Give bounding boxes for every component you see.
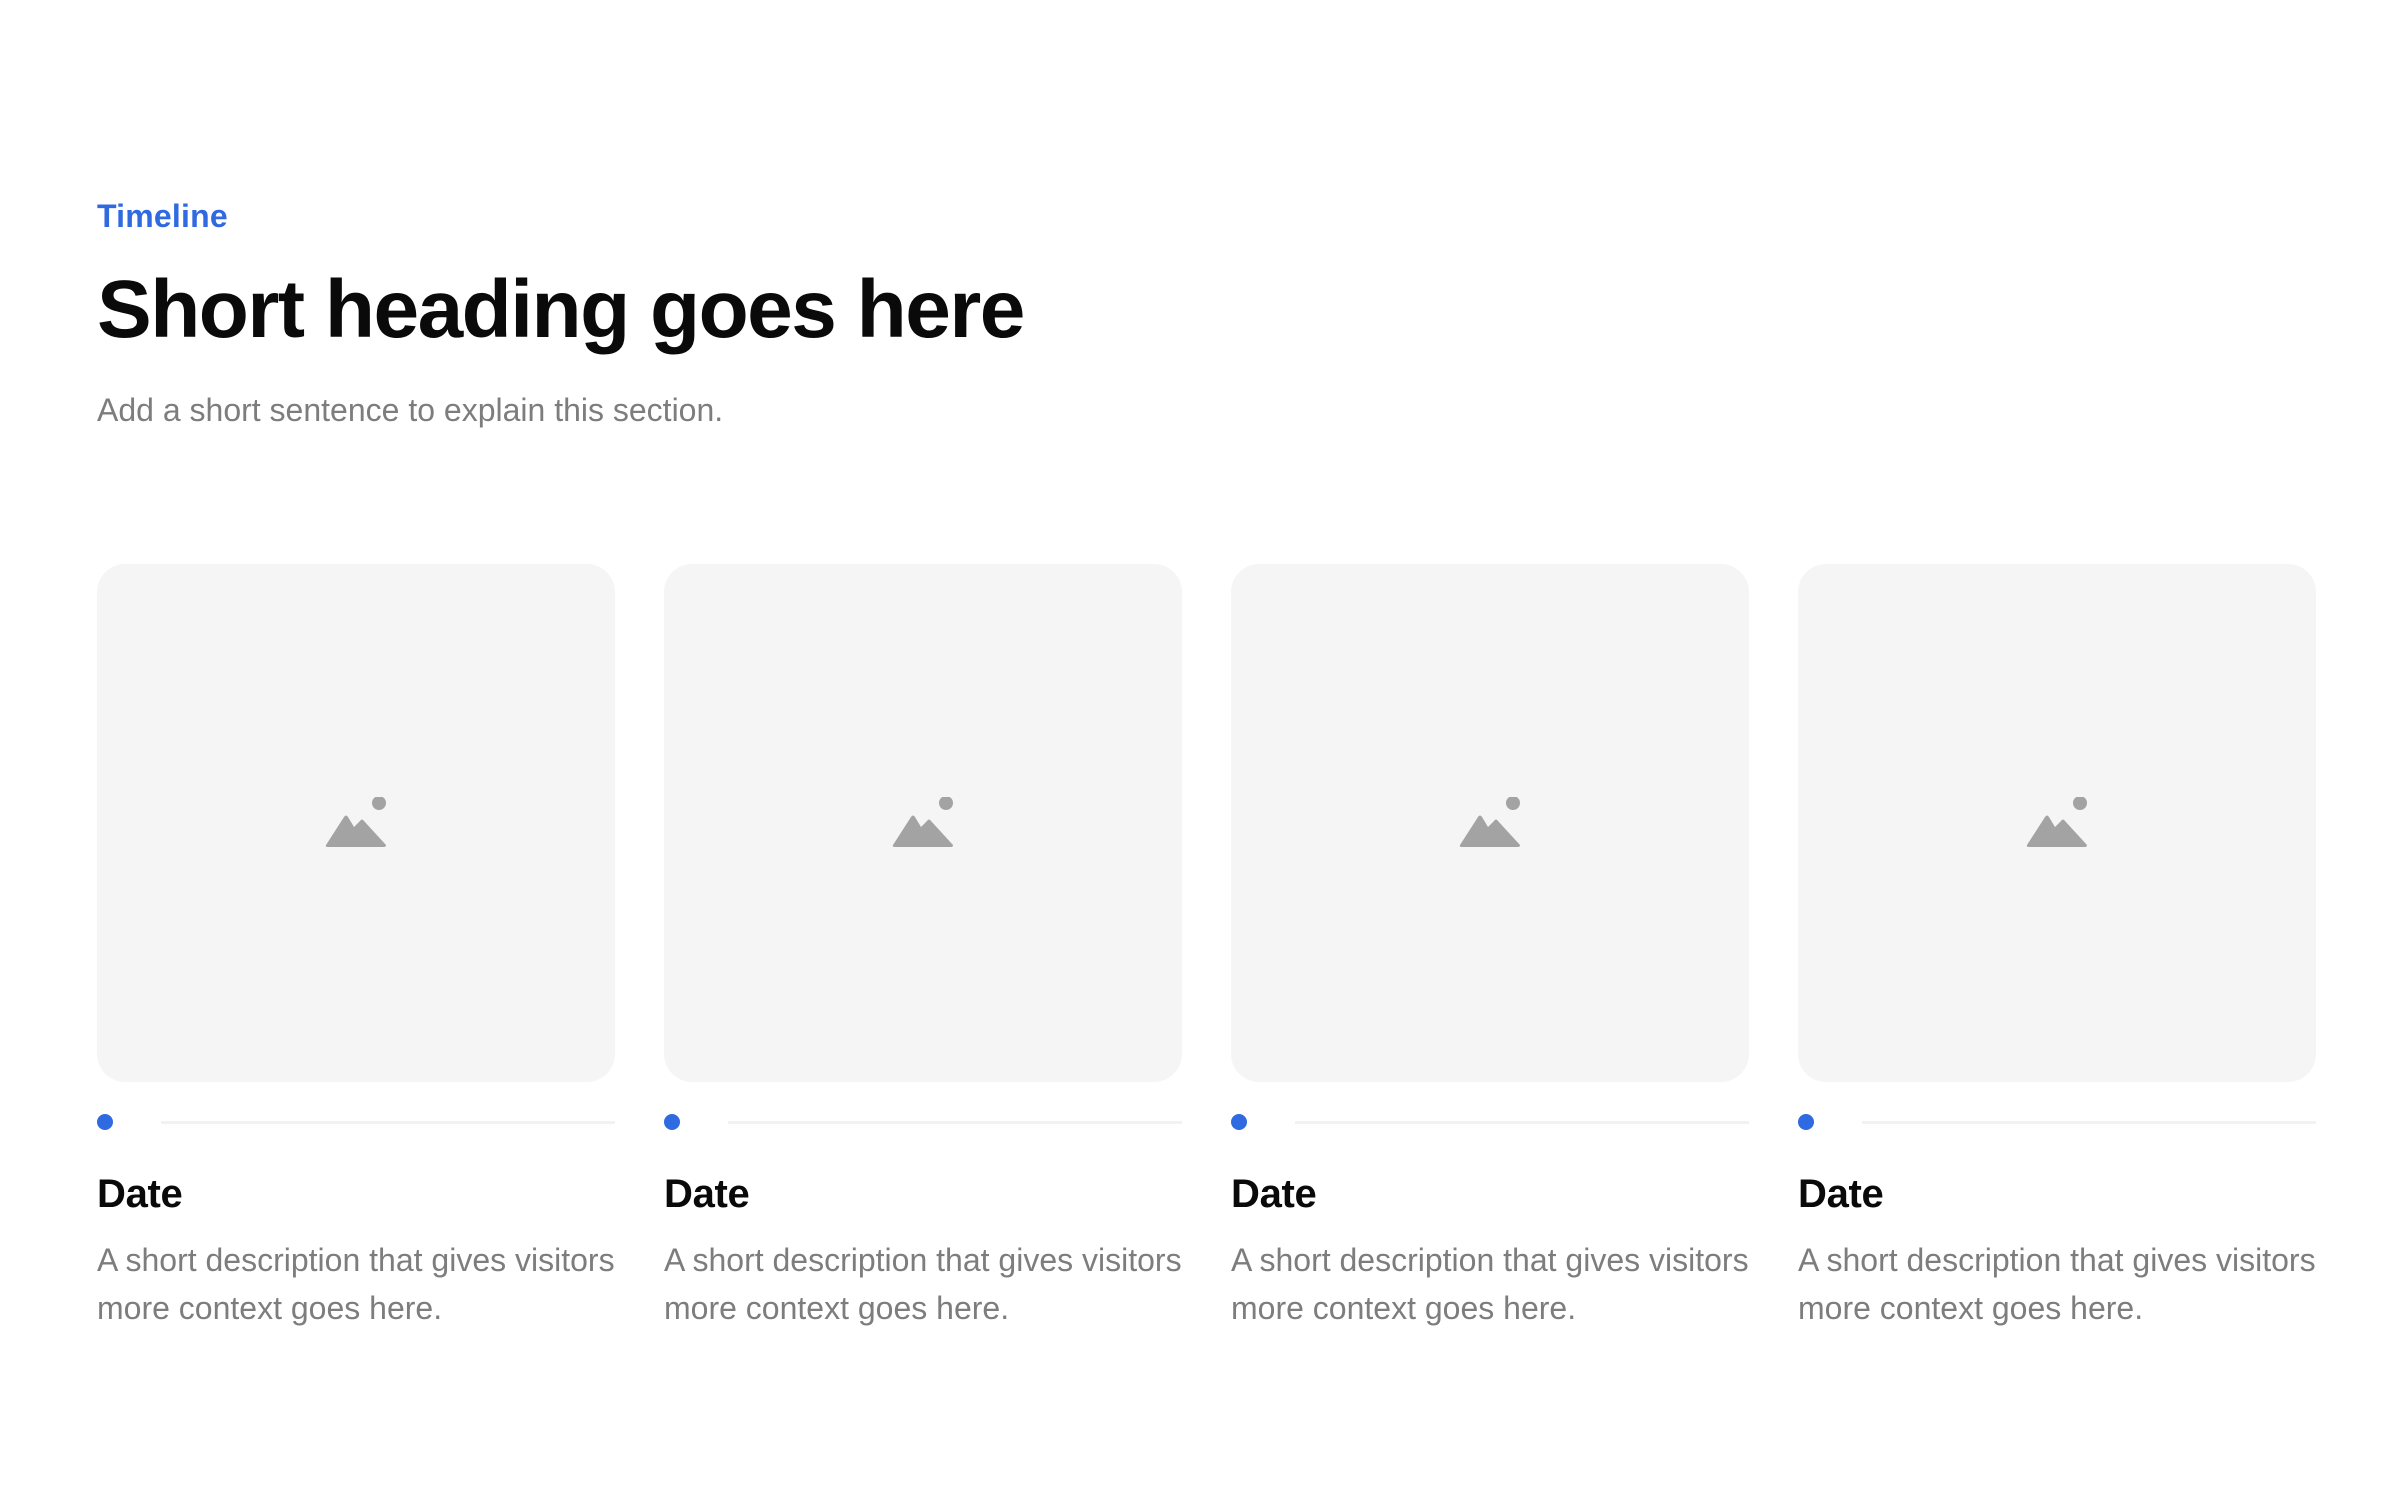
timeline-marker	[1798, 1114, 2316, 1130]
timeline-line	[1862, 1120, 2316, 1124]
image-placeholder-icon	[1459, 797, 1520, 847]
timeline-date: Date	[1231, 1172, 1317, 1216]
timeline-description: A short description that gives visitors …	[1798, 1242, 2316, 1326]
section-subheading: Add a short sentence to explain this sec…	[97, 392, 724, 428]
image-placeholder-icon	[892, 797, 953, 847]
timeline-description: A short description that gives visitors …	[97, 1242, 615, 1326]
timeline-marker	[1231, 1114, 1749, 1130]
timeline-dot	[1231, 1114, 1247, 1130]
image-placeholder	[1798, 564, 2316, 1082]
timeline-line	[728, 1120, 1182, 1124]
timeline-description: A short description that gives visitors …	[1231, 1242, 1749, 1326]
section-eyebrow: Timeline	[97, 198, 228, 234]
timeline-line	[1295, 1120, 1749, 1124]
timeline-dot	[97, 1114, 113, 1130]
timeline-description: A short description that gives visitors …	[664, 1242, 1182, 1326]
timeline-date: Date	[97, 1172, 183, 1216]
timeline-line	[161, 1120, 615, 1124]
timeline-item: Date A short description that gives visi…	[1231, 564, 1749, 1332]
timeline-date: Date	[1798, 1172, 1884, 1216]
timeline-date: Date	[664, 1172, 750, 1216]
image-placeholder	[1231, 564, 1749, 1082]
timeline-marker	[97, 1114, 615, 1130]
page-title: Short heading goes here	[97, 264, 1025, 355]
timeline-dot	[1798, 1114, 1814, 1130]
timeline-item: Date A short description that gives visi…	[664, 564, 1182, 1332]
timeline-dot	[664, 1114, 680, 1130]
timeline-list: Date A short description that gives visi…	[97, 564, 2316, 1332]
image-placeholder	[97, 564, 615, 1082]
image-placeholder-icon	[325, 797, 386, 847]
timeline-marker	[664, 1114, 1182, 1130]
image-placeholder-icon	[2026, 797, 2087, 847]
image-placeholder	[664, 564, 1182, 1082]
timeline-item: Date A short description that gives visi…	[97, 564, 615, 1332]
timeline-item: Date A short description that gives visi…	[1798, 564, 2316, 1332]
